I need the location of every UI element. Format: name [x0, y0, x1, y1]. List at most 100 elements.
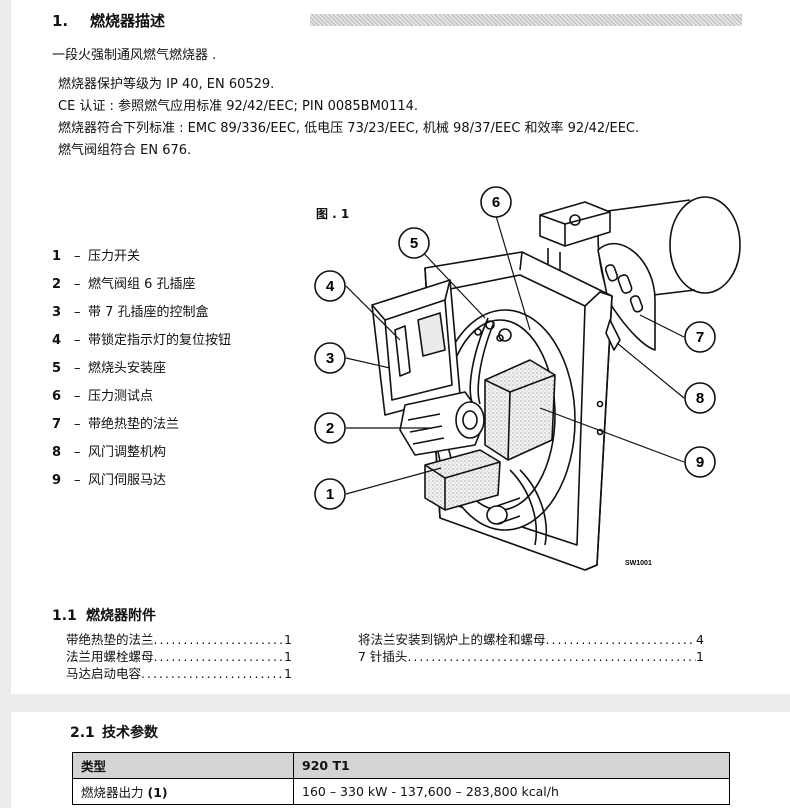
section-number: 2.1	[70, 725, 95, 741]
fittings-drawing	[474, 319, 621, 351]
legend-text: 压力开关	[88, 249, 141, 264]
legend-item: 8–风门调整机构	[52, 441, 231, 469]
legend-num: 5	[52, 361, 62, 376]
accessory-label: 法兰用螺栓螺母	[66, 649, 154, 664]
section-title: 技术参数	[102, 725, 158, 741]
table-cell: 燃烧器出力 (1)	[72, 778, 294, 805]
accessory-qty: 1	[696, 649, 704, 664]
callout-number: 8	[696, 390, 704, 407]
legend-dash: –	[74, 305, 81, 320]
callout-9: 9	[684, 446, 716, 478]
callout-number: 4	[326, 278, 335, 295]
servo-motor-drawing	[484, 359, 556, 461]
figure-label: 图 . 1	[316, 207, 350, 221]
leader-dots: ........................................…	[153, 649, 285, 664]
leader-dots: ........................................…	[545, 632, 697, 647]
valve-socket-drawing	[399, 317, 495, 456]
section-title: 燃烧器描述	[90, 12, 166, 30]
legend-num: 7	[52, 417, 62, 432]
legend-dash: –	[74, 361, 81, 376]
legend-text: 带锁定指示灯的复位按钮	[88, 333, 232, 348]
page-separator	[0, 694, 790, 712]
callout-1: 1	[314, 478, 346, 510]
intro-text: 一段火强制通风燃气燃烧器 .	[52, 48, 217, 63]
leader-dots: ........................................…	[141, 666, 285, 681]
accessory-list-left: 带绝热垫的法兰.................................…	[66, 631, 292, 682]
legend-item: 4–带锁定指示灯的复位按钮	[52, 329, 231, 357]
technical-data-table: 类型 920 T1 燃烧器出力 (1) 160 – 330 kW - 137,6…	[72, 752, 730, 805]
accessory-label: 将法兰安装到锅炉上的螺栓和螺母	[358, 632, 546, 647]
legend-text: 带绝热垫的法兰	[88, 417, 180, 432]
callouts: 1 2 3 4 5 6 7 8 9	[314, 186, 716, 510]
callout-number: 1	[326, 486, 334, 503]
callout-number: 5	[410, 235, 418, 252]
legend-text: 燃气阀组 6 孔插座	[88, 277, 196, 292]
accessory-qty: 1	[284, 649, 292, 664]
top-bracket-drawing	[539, 201, 611, 270]
legend-num: 8	[52, 445, 62, 460]
accessory-row: 将法兰安装到锅炉上的螺栓和螺母.........................…	[358, 631, 704, 648]
legend-item: 1–压力开关	[52, 245, 231, 273]
legend-item: 9–风门伺服马达	[52, 469, 231, 497]
accessory-qty: 1	[284, 632, 292, 647]
spec-list: 燃烧器保护等级为 IP 40, EN 60529. CE 认证 : 参照燃气应用…	[58, 74, 639, 162]
legend-text: 风门伺服马达	[88, 473, 167, 488]
legend-dash: –	[74, 389, 81, 404]
page-gutter	[0, 0, 11, 808]
legend-item: 7–带绝热垫的法兰	[52, 413, 231, 441]
legend-num: 2	[52, 277, 62, 292]
callout-2: 2	[314, 412, 346, 444]
legend-item: 3–带 7 孔插座的控制盒	[52, 301, 231, 329]
accessory-row: 法兰用螺栓螺母.................................…	[66, 648, 292, 665]
accessory-label: 7 针插头	[358, 649, 408, 664]
legend-dash: –	[74, 277, 81, 292]
legend-item: 2–燃气阀组 6 孔插座	[52, 273, 231, 301]
legend-dash: –	[74, 417, 81, 432]
table-header-cell: 类型	[72, 752, 294, 779]
accessory-row: 带绝热垫的法兰.................................…	[66, 631, 292, 648]
legend-text: 压力测试点	[88, 389, 154, 404]
legend-num: 6	[52, 389, 62, 404]
section-number: 1.1	[52, 608, 77, 624]
legend-text: 带 7 孔插座的控制盒	[88, 305, 209, 320]
accessory-qty: 1	[284, 666, 292, 681]
callout-number: 2	[326, 420, 334, 437]
legend-item: 5–燃烧头安装座	[52, 357, 231, 385]
legend-dash: –	[74, 473, 81, 488]
legend-num: 4	[52, 333, 62, 348]
accessory-row: 马达启动电容..................................…	[66, 665, 292, 682]
legend-num: 3	[52, 305, 62, 320]
burner-diagram: 1 2 3 4 5 6 7 8 9 SW1001	[314, 186, 741, 571]
table-header-row: 类型 920 T1	[72, 752, 730, 779]
footnote-ref: (1)	[147, 785, 168, 800]
legend-num: 9	[52, 473, 62, 488]
callout-number: 3	[326, 350, 334, 367]
callout-5: 5	[398, 227, 430, 259]
spec-line: 燃烧器保护等级为 IP 40, EN 60529.	[58, 77, 275, 92]
legend-dash: –	[74, 333, 81, 348]
callout-3: 3	[314, 342, 346, 374]
callout-number: 9	[696, 454, 704, 471]
section-number: 1.	[52, 12, 69, 30]
component-legend: 1–压力开关 2–燃气阀组 6 孔插座 3–带 7 孔插座的控制盒 4–带锁定指…	[52, 245, 231, 497]
section-2-1-heading: 2.1 技术参数	[70, 722, 158, 742]
table-header-cell: 920 T1	[293, 752, 730, 779]
leader-lines	[345, 215, 685, 495]
legend-item: 6–压力测试点	[52, 385, 231, 413]
accessory-list-right: 将法兰安装到锅炉上的螺栓和螺母.........................…	[358, 631, 704, 665]
section-1-heading: 1. 燃烧器描述	[52, 10, 165, 31]
callout-8: 8	[684, 382, 716, 414]
table-row: 燃烧器出力 (1) 160 – 330 kW - 137,600 – 283,8…	[72, 778, 730, 805]
callout-7: 7	[684, 321, 716, 353]
accessory-label: 马达启动电容	[66, 666, 142, 681]
flange-drawing	[597, 243, 656, 351]
callout-4: 4	[314, 270, 346, 302]
spec-line: CE 认证 : 参照燃气应用标准 92/42/EEC; PIN 0085BM01…	[58, 99, 419, 114]
lower-fitting-drawing	[486, 469, 548, 546]
section-title: 燃烧器附件	[86, 608, 156, 624]
header-hatch-bar	[310, 14, 742, 26]
accessory-label: 带绝热垫的法兰	[66, 632, 154, 647]
legend-dash: –	[74, 445, 81, 460]
legend-num: 1	[52, 249, 62, 264]
section-1-1-heading: 1.1 燃烧器附件	[52, 605, 156, 625]
